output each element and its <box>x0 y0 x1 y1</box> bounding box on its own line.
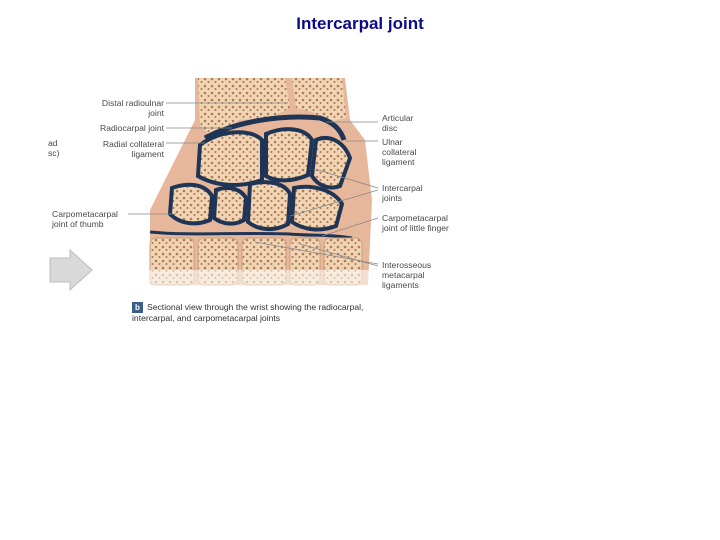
trapezoid-bone <box>211 186 249 226</box>
lunate-bone <box>264 127 315 183</box>
capitate-bone <box>245 180 293 231</box>
caption-line-2: intercarpal, and carpometacarpal joints <box>132 313 281 323</box>
carpal-bones <box>167 127 353 232</box>
scaphoid-bone <box>195 130 264 187</box>
label-ulnar-collateral-ligament: Ulnar collateral ligament <box>382 137 417 167</box>
label-interosseous-metacarpal-ligaments: Interosseous metacarpal ligaments <box>382 260 432 290</box>
label-articular-disc: Articular disc <box>382 113 414 133</box>
arrow-icon <box>49 248 93 292</box>
label-distal-radioulnar-joint: Distal radioulnar joint <box>101 98 164 118</box>
figure-badge: b <box>132 302 143 313</box>
triquetrum-bone <box>309 136 353 190</box>
figure-caption: b Sectional view through the wrist showin… <box>132 302 402 324</box>
trapezium-bone <box>167 182 215 226</box>
cut-off-label: ad sc) <box>48 138 60 158</box>
label-radial-collateral-ligament: Radial collateral ligament <box>102 139 164 159</box>
ulna-bone <box>292 78 346 122</box>
radius-bone <box>198 78 290 135</box>
label-carpometacarpal-joint-of-thumb: Carpometacarpal joint of thumb <box>52 209 118 229</box>
caption-line-1: Sectional view through the wrist showing… <box>147 302 364 312</box>
label-carpometacarpal-joint-of-little-finger: Carpometacarpal joint of little finger <box>382 213 449 233</box>
carpometacarpal-joint-line <box>149 230 353 240</box>
leader-lines <box>128 102 379 267</box>
radiocarpal-joint-line <box>203 114 347 141</box>
page-title: Intercarpal joint <box>296 14 424 33</box>
label-radiocarpal-joint: Radiocarpal joint <box>99 123 164 133</box>
metacarpal-bases <box>149 237 363 286</box>
label-intercarpal-joints: Intercarpal joints <box>382 183 423 203</box>
